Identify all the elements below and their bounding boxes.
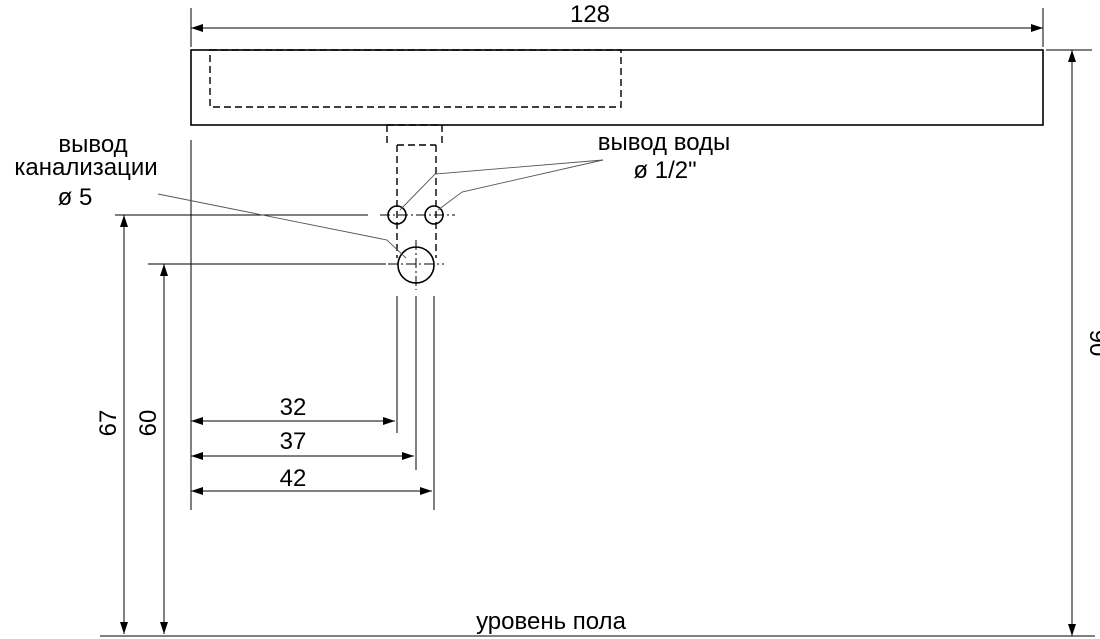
dim-width-label: 128 bbox=[570, 1, 610, 28]
dim-height-label: 90 bbox=[1084, 330, 1100, 357]
dim-32-label: 32 bbox=[280, 394, 307, 421]
dim-37-label: 37 bbox=[280, 428, 307, 455]
water-leader-right bbox=[437, 159, 604, 211]
sewer-leader bbox=[157, 193, 407, 259]
sewer-label-line1: вывод bbox=[58, 131, 127, 158]
basin-hidden-outline bbox=[209, 49, 622, 108]
water-label: вывод воды bbox=[598, 129, 731, 156]
countertop-outline bbox=[190, 49, 1044, 126]
floor-level-label: уровень пола bbox=[476, 608, 627, 635]
sewer-label-line2: канализации bbox=[14, 154, 157, 181]
dim-42-label: 42 bbox=[280, 465, 307, 492]
dim-60-label: 60 bbox=[135, 410, 162, 437]
sewer-diameter-label: ø 5 bbox=[58, 184, 93, 211]
water-diameter-label: ø 1/2" bbox=[633, 157, 696, 184]
water-leader-left bbox=[399, 159, 604, 211]
dim-67-label: 67 bbox=[95, 410, 122, 437]
